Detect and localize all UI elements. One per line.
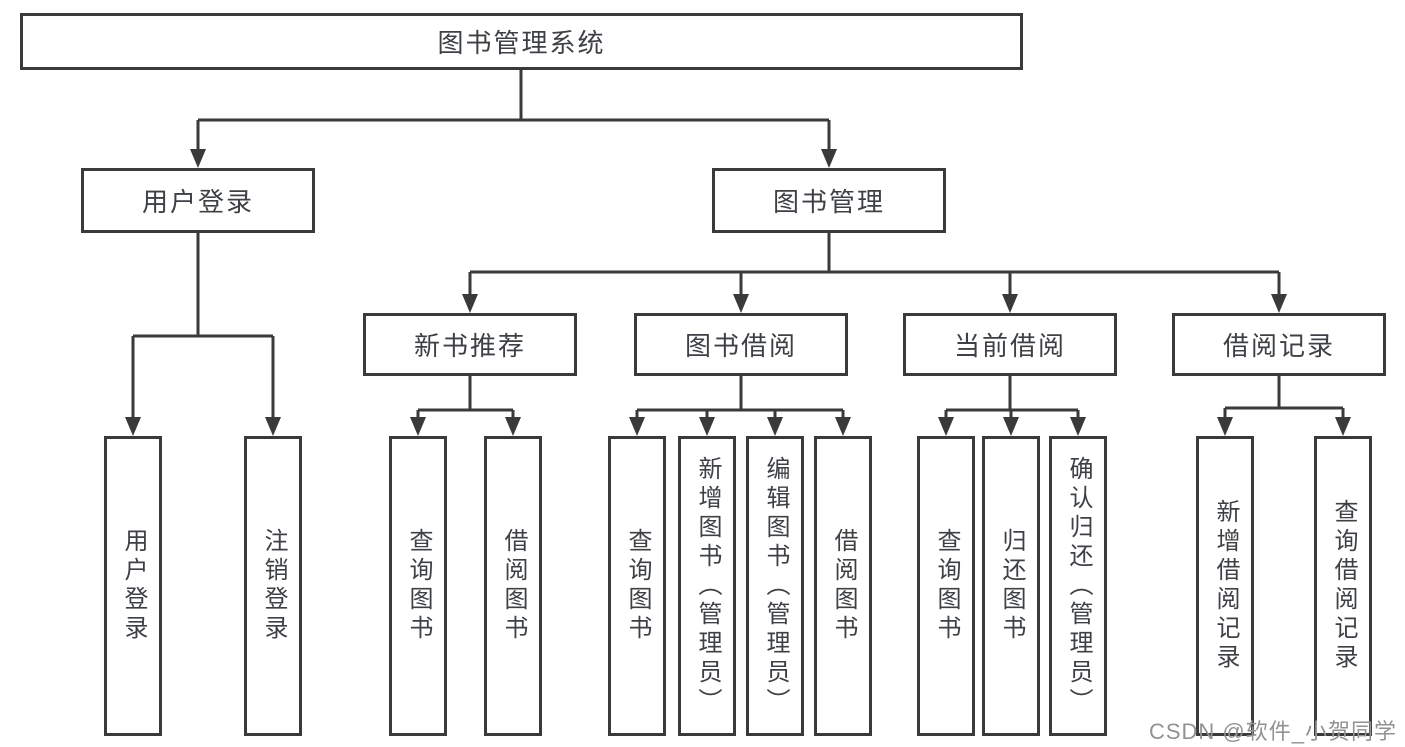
node-current-borrow: 当前借阅 bbox=[903, 313, 1117, 376]
leaf-recommend-query-books: 查询图书 bbox=[389, 436, 447, 736]
node-label: 图书管理系统 bbox=[437, 28, 606, 58]
leaf-label: 借阅图书 bbox=[830, 528, 857, 644]
node-label: 当前借阅 bbox=[953, 331, 1066, 361]
leaf-label: 确认归还（管理员） bbox=[1065, 455, 1092, 717]
leaf-label: 编辑图书（管理员） bbox=[762, 455, 789, 717]
leaf-return-books: 归还图书 bbox=[982, 436, 1040, 736]
leaf-label: 注销登录 bbox=[260, 528, 287, 644]
node-label: 新书推荐 bbox=[413, 331, 526, 361]
leaf-label: 查询图书 bbox=[405, 528, 432, 644]
leaf-logout: 注销登录 bbox=[244, 436, 302, 736]
arrowheads bbox=[125, 149, 1351, 436]
leaf-edit-books-admin: 编辑图书（管理员） bbox=[746, 436, 804, 736]
leaf-borrow-query-books: 查询图书 bbox=[608, 436, 666, 736]
leaf-label: 新增图书（管理员） bbox=[694, 455, 721, 717]
node-new-book-recommend: 新书推荐 bbox=[363, 313, 577, 376]
csdn-watermark: CSDN @软件_小贺同学 bbox=[1148, 719, 1397, 744]
node-label: 图书借阅 bbox=[684, 331, 797, 361]
node-borrow-records: 借阅记录 bbox=[1172, 313, 1386, 376]
node-user-login-branch: 用户登录 bbox=[81, 168, 315, 233]
tree-edges bbox=[131, 66, 1345, 420]
leaf-recommend-borrow-books: 借阅图书 bbox=[484, 436, 542, 736]
leaf-query-borrow-record: 查询借阅记录 bbox=[1314, 436, 1372, 736]
node-label: 用户登录 bbox=[141, 187, 254, 217]
leaf-user-login: 用户登录 bbox=[104, 436, 162, 736]
leaf-label: 归还图书 bbox=[998, 528, 1025, 644]
leaf-label: 查询图书 bbox=[624, 528, 651, 644]
leaf-label: 借阅图书 bbox=[500, 528, 527, 644]
leaf-borrow-books: 借阅图书 bbox=[814, 436, 872, 736]
node-label: 图书管理 bbox=[772, 187, 885, 217]
node-root-library-system: 图书管理系统 bbox=[20, 13, 1023, 70]
leaf-confirm-return-admin: 确认归还（管理员） bbox=[1049, 436, 1107, 736]
node-book-management-branch: 图书管理 bbox=[712, 168, 946, 233]
leaf-label: 新增借阅记录 bbox=[1212, 499, 1239, 673]
leaf-add-books-admin: 新增图书（管理员） bbox=[678, 436, 736, 736]
leaf-add-borrow-record: 新增借阅记录 bbox=[1196, 436, 1254, 736]
leaf-label: 查询借阅记录 bbox=[1330, 499, 1357, 673]
node-book-borrow: 图书借阅 bbox=[634, 313, 848, 376]
leaf-current-query-books: 查询图书 bbox=[917, 436, 975, 736]
leaf-label: 查询图书 bbox=[933, 528, 960, 644]
node-label: 借阅记录 bbox=[1222, 331, 1335, 361]
leaf-label: 用户登录 bbox=[120, 528, 147, 644]
